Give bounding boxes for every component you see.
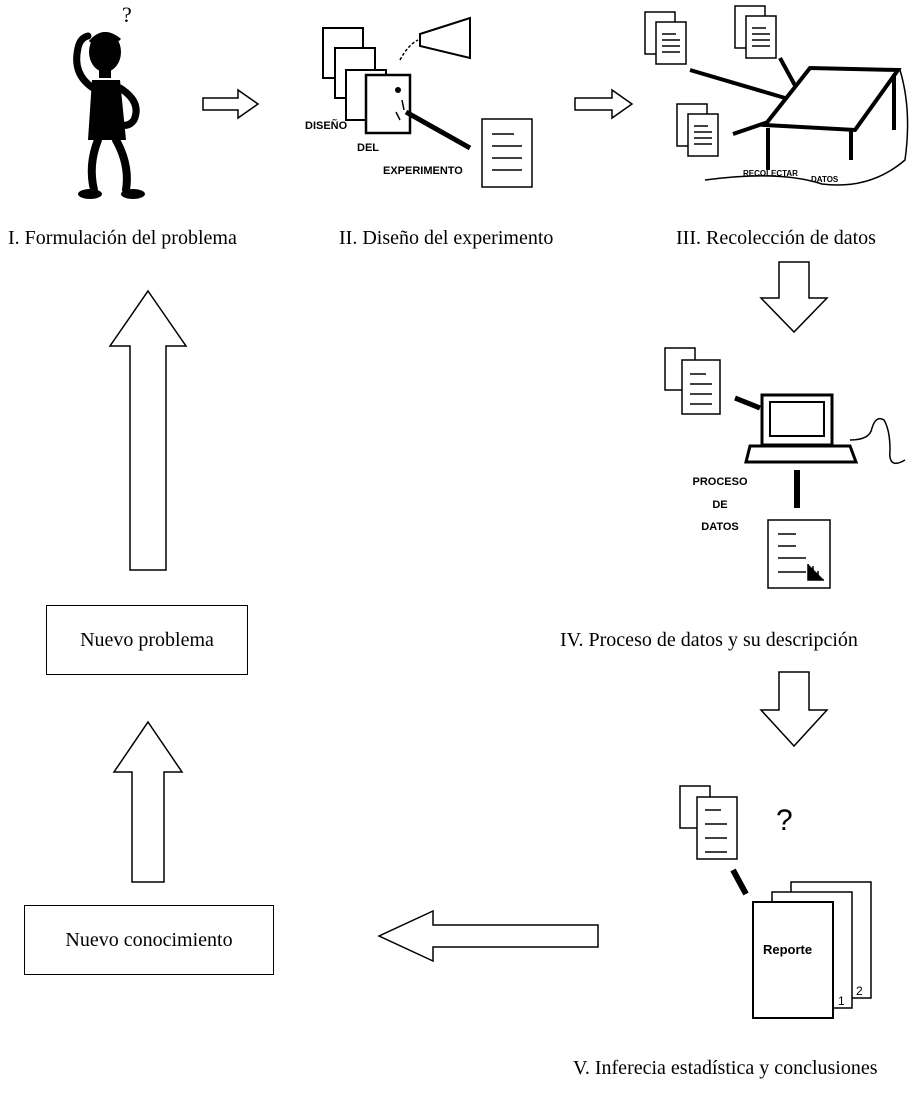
new-problem-box: Nuevo problema (46, 605, 248, 675)
arrow-down-icon (759, 671, 829, 748)
report-page-number: 1 (838, 994, 845, 1008)
icon-label: EXPERIMENTO (383, 165, 463, 177)
arrow-right-icon (574, 88, 634, 120)
stage-3-caption: III. Recolección de datos (676, 227, 876, 249)
data-collection-icon (644, 5, 909, 186)
report-label: Reporte (763, 942, 813, 957)
thinking-person-icon (73, 32, 145, 199)
experiment-design-icon (322, 16, 533, 188)
icon-label: DATOS (811, 175, 839, 184)
computer-processing-icon (664, 347, 906, 589)
stage-1-caption: I. Formulación del problema (8, 227, 237, 249)
arrow-up-icon (108, 289, 188, 571)
arrow-up-icon (112, 720, 184, 883)
arrow-left-icon (377, 909, 599, 963)
stage-4-caption: IV. Proceso de datos y su descripción (560, 629, 858, 651)
stage-2-caption: II. Diseño del experimento (339, 227, 554, 249)
stage-5-caption: V. Inferecia estadística y conclusiones (573, 1057, 878, 1079)
arrow-right-icon (202, 88, 260, 120)
icon-label: PROCESO (692, 476, 748, 488)
report-icon (679, 785, 872, 1019)
report-page-number: 2 (856, 984, 863, 998)
icon-label: DE (712, 499, 728, 511)
arrow-down-icon (759, 261, 829, 334)
icon-label: RECOLECTAR (743, 169, 798, 178)
icon-label: DATOS (701, 521, 739, 533)
icon-label: DEL (357, 142, 379, 154)
question-mark: ? (776, 804, 793, 837)
icon-label: DISEÑO (305, 120, 348, 132)
question-mark: ? (122, 2, 132, 27)
new-knowledge-box: Nuevo conocimiento (24, 905, 274, 975)
